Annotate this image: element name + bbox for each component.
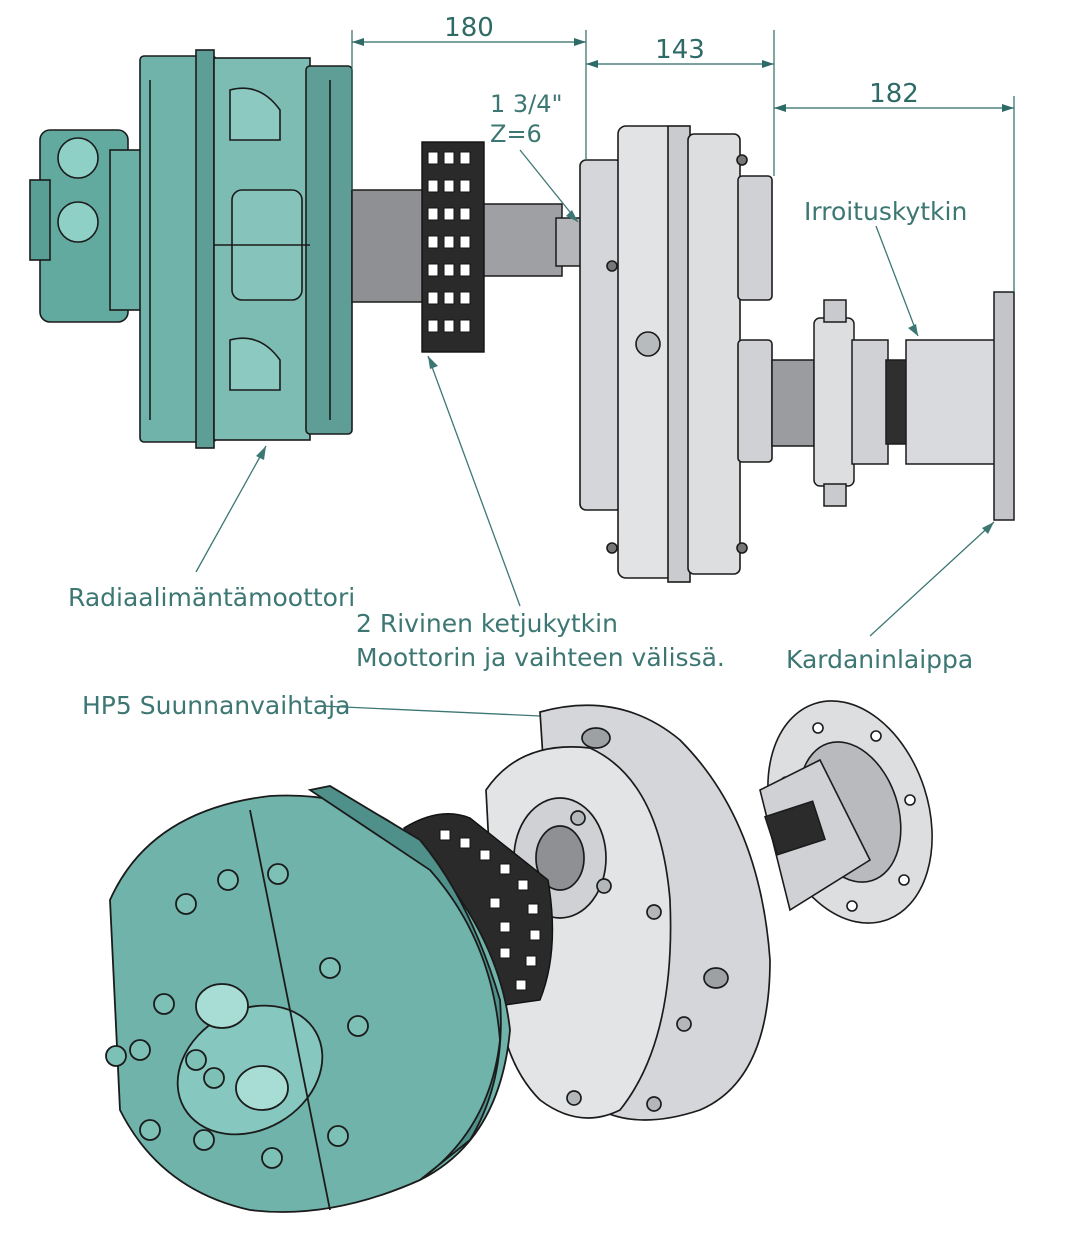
leader-lines bbox=[195, 149, 995, 717]
gearbox-iso bbox=[485, 704, 771, 1121]
flange-iso bbox=[759, 700, 933, 924]
output-assembly-side bbox=[771, 291, 1015, 521]
label-disconnect: Irroituskytkin bbox=[804, 197, 967, 226]
dim-182: 182 bbox=[869, 79, 919, 109]
shaft-spec-line2: Z=6 bbox=[490, 120, 542, 148]
isometric-view bbox=[105, 700, 933, 1213]
dim-143: 143 bbox=[655, 35, 705, 65]
gearbox-side bbox=[579, 125, 773, 583]
label-coupling-line2: Moottorin ja vaihteen välissä. bbox=[356, 643, 725, 672]
motor-iso bbox=[105, 785, 511, 1213]
dimension-lines bbox=[351, 30, 1015, 292]
label-motor: Radiaalimäntämoottori bbox=[68, 583, 355, 612]
label-flange: Kardaninlaippa bbox=[786, 645, 973, 674]
leader-arrowheads bbox=[256, 210, 994, 720]
motor-side bbox=[29, 49, 353, 449]
chain-coupling-side bbox=[421, 141, 485, 353]
shaft-spec-line1: 1 3/4" bbox=[490, 90, 563, 118]
dim-180: 180 bbox=[444, 13, 494, 43]
label-gearbox: HP5 Suunnanvaihtaja bbox=[82, 691, 350, 720]
label-coupling-line1: 2 Rivinen ketjukytkin bbox=[356, 609, 618, 638]
side-view: 180 143 182 1 3/4" Z=6 bbox=[29, 13, 1015, 583]
motor-shaft bbox=[351, 189, 587, 303]
dimension-arrows bbox=[352, 38, 1014, 112]
